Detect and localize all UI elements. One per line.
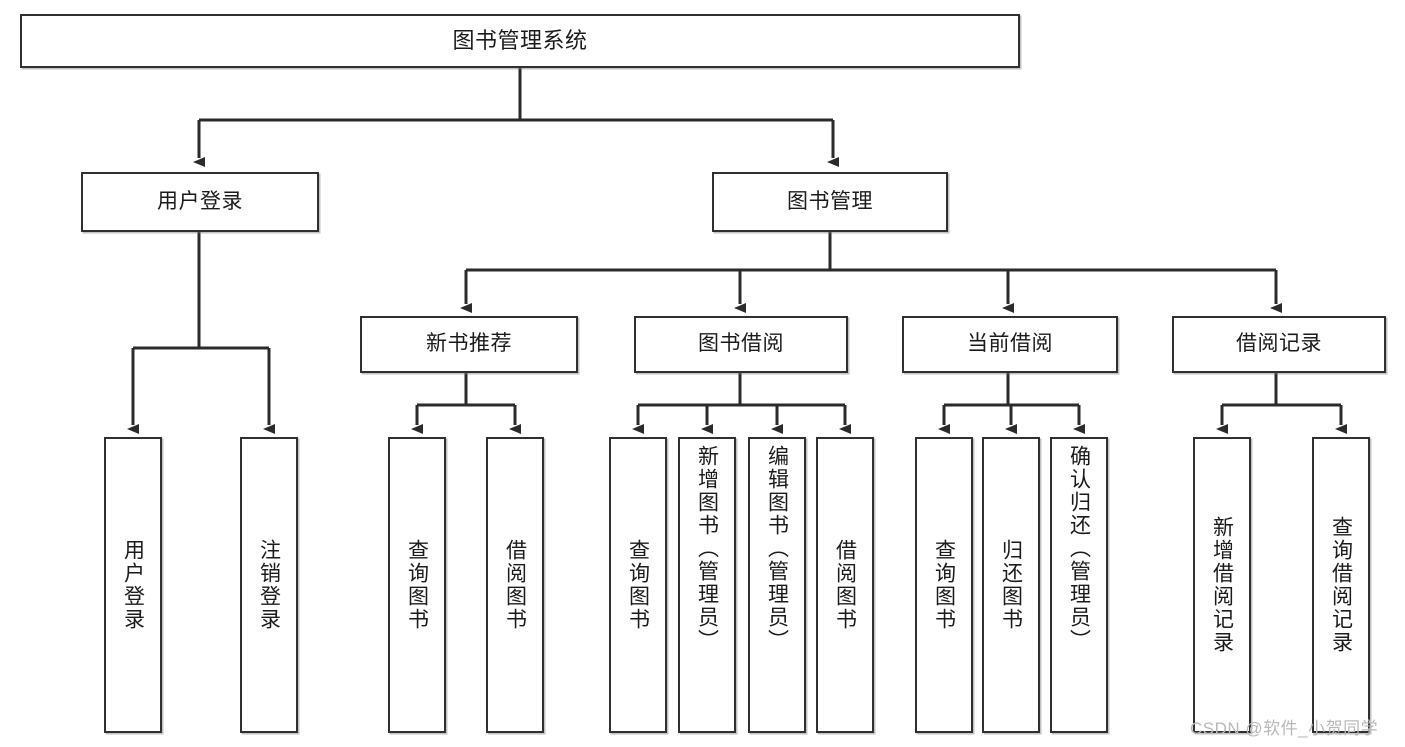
node-new-book-recommend[interactable]: 新书推荐 (360, 316, 578, 373)
leaf-edit-book[interactable]: 编辑图书（管理员） (748, 437, 806, 733)
node-borrow-record-label: 借阅记录 (1236, 332, 1322, 356)
node-root-label: 图书管理系统 (452, 28, 588, 54)
node-book-borrow[interactable]: 图书借阅 (634, 316, 848, 373)
leaf-confirm-return-label: 确认归还（管理员） (1067, 445, 1091, 652)
node-root[interactable]: 图书管理系统 (20, 14, 1020, 68)
node-book-manage-label: 图书管理 (787, 189, 873, 213)
node-current-borrow-label: 当前借阅 (967, 332, 1053, 356)
node-current-borrow[interactable]: 当前借阅 (902, 316, 1118, 373)
leaf-query-book-1[interactable]: 查询图书 (388, 437, 446, 733)
leaf-add-book[interactable]: 新增图书（管理员） (678, 437, 736, 733)
leaf-query-record[interactable]: 查询借阅记录 (1312, 437, 1370, 733)
leaf-query-book-2[interactable]: 查询图书 (609, 437, 667, 733)
leaf-add-record[interactable]: 新增借阅记录 (1193, 437, 1251, 733)
node-new-book-recommend-label: 新书推荐 (426, 332, 512, 356)
leaf-borrow-book-1-label: 借阅图书 (503, 539, 527, 631)
leaf-add-book-label: 新增图书（管理员） (695, 445, 719, 652)
node-book-manage[interactable]: 图书管理 (712, 172, 948, 232)
leaf-query-record-label: 查询借阅记录 (1329, 516, 1353, 654)
leaf-logout-login-label: 注销登录 (257, 539, 281, 631)
leaf-query-book-1-label: 查询图书 (405, 539, 429, 631)
leaf-return-book[interactable]: 归还图书 (982, 437, 1040, 733)
leaf-add-record-label: 新增借阅记录 (1210, 516, 1234, 654)
node-user-login[interactable]: 用户登录 (81, 172, 319, 232)
leaf-user-login[interactable]: 用户登录 (104, 437, 162, 733)
leaf-query-book-3[interactable]: 查询图书 (915, 437, 973, 733)
leaf-query-book-3-label: 查询图书 (932, 539, 956, 631)
leaf-return-book-label: 归还图书 (999, 539, 1023, 631)
leaf-logout-login[interactable]: 注销登录 (240, 437, 298, 733)
leaf-user-login-label: 用户登录 (121, 539, 145, 631)
watermark: CSDN @软件_小贺同学 (1190, 719, 1379, 738)
node-user-login-label: 用户登录 (157, 189, 243, 213)
node-borrow-record[interactable]: 借阅记录 (1172, 316, 1386, 373)
leaf-borrow-book-2-label: 借阅图书 (833, 539, 857, 631)
node-book-borrow-label: 图书借阅 (698, 332, 784, 356)
leaf-edit-book-label: 编辑图书（管理员） (765, 445, 789, 652)
leaf-borrow-book-2[interactable]: 借阅图书 (816, 437, 874, 733)
leaf-confirm-return[interactable]: 确认归还（管理员） (1050, 437, 1108, 733)
leaf-query-book-2-label: 查询图书 (626, 539, 650, 631)
leaf-borrow-book-1[interactable]: 借阅图书 (486, 437, 544, 733)
